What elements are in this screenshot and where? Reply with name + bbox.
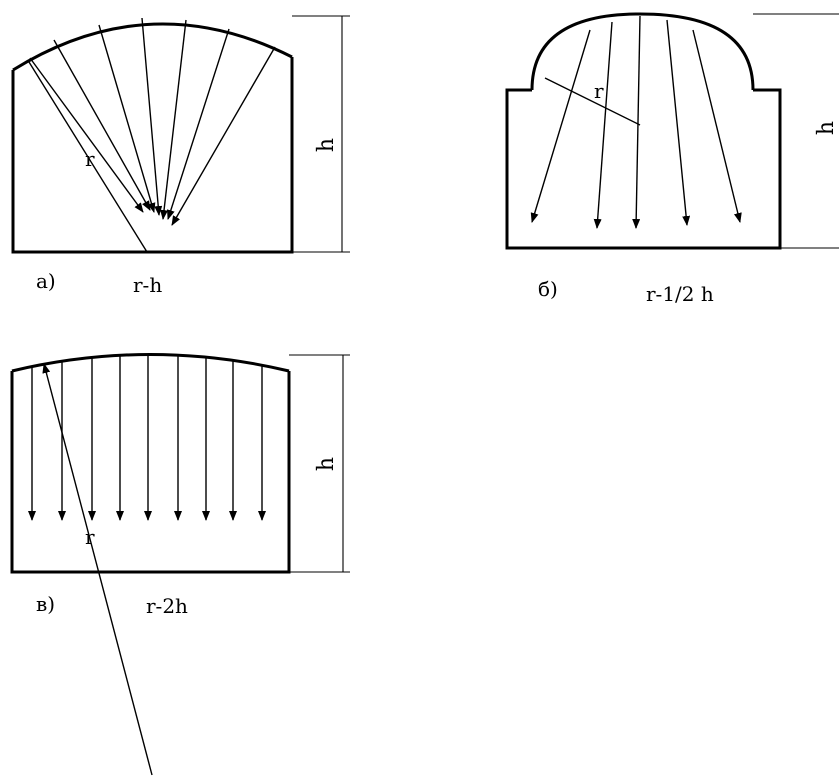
figure-label-a: а) [36, 269, 56, 293]
figure-label-b: б) [538, 277, 558, 301]
ceiling-arc-b [530, 12, 755, 91]
room-outline-a [11, 57, 294, 254]
radius-line-a [28, 61, 148, 253]
height-dimension-a [292, 15, 350, 253]
room-outline-c [10, 371, 291, 574]
ceiling-arc-a [12, 22, 293, 72]
radius-line-b [544, 77, 641, 126]
figure-a: r h а) r-h [11, 15, 350, 297]
height-label-b: h [814, 121, 839, 135]
figure-label-c: в) [36, 592, 55, 616]
formula-c: r-2h [146, 594, 188, 618]
height-label-a: h [314, 138, 339, 152]
sound-rays-a [29, 17, 276, 226]
figure-c: r h в) r-2h [10, 353, 350, 776]
radius-label-b: r [594, 79, 604, 103]
formula-a: r-h [133, 273, 162, 297]
height-label-c: h [314, 457, 339, 471]
figure-b: r h б) r-1/2 h [505, 12, 839, 306]
sound-rays-c [28, 355, 266, 521]
room-outline-b [505, 88, 782, 250]
radius-label-a: r [85, 147, 95, 171]
ceiling-arc-c [11, 353, 290, 373]
height-dimension-b [753, 13, 839, 249]
radius-line-c [42, 363, 153, 776]
sound-rays-b [530, 15, 742, 229]
formula-b: r-1/2 h [646, 282, 714, 306]
radius-label-c: r [85, 525, 95, 549]
height-dimension-c [289, 354, 350, 573]
